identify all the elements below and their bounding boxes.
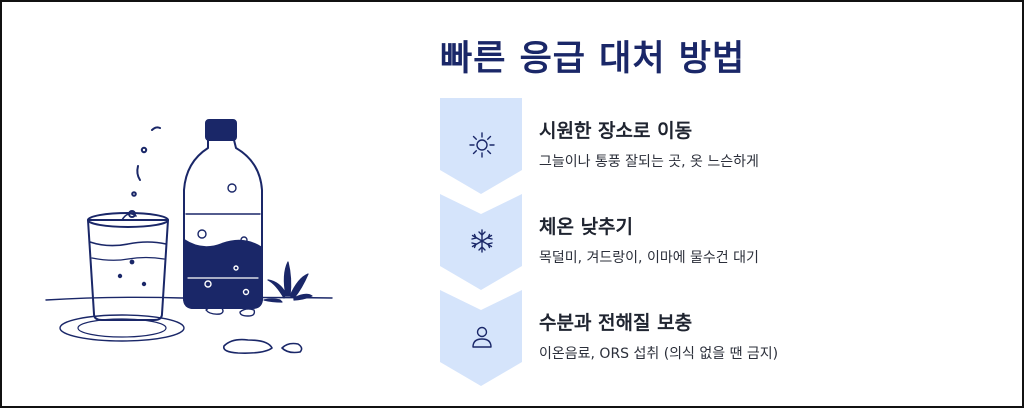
step-title: 시원한 장소로 이동 [539,120,693,142]
person-icon [472,326,492,348]
step-description: 그늘이나 통풍 잘되는 곳, 옷 느슨하게 [539,154,759,170]
chevron-shape [440,98,522,194]
step-description: 이온음료, ORS 섭취 (의식 없을 땐 금지) [539,346,779,362]
sun-icon [469,132,495,158]
snowflake-icon [471,229,493,253]
step-title: 수분과 전해질 보충 [539,312,693,334]
water-illustration [45,119,333,354]
step-item: 체온 낮추기 목덜미, 겨드랑이, 이마에 물수건 대기 [440,194,1000,290]
step-item: 시원한 장소로 이동 그늘이나 통풍 잘되는 곳, 옷 느슨하게 [440,98,1000,194]
step-description: 목덜미, 겨드랑이, 이마에 물수건 대기 [539,250,759,266]
step-item: 수분과 전해질 보충 이온음료, ORS 섭취 (의식 없을 땐 금지) [440,290,1000,386]
step-title: 체온 낮추기 [539,216,634,238]
page-title: 빠른 응급 대처 방법 [440,39,746,79]
chevron-shape [440,290,522,386]
